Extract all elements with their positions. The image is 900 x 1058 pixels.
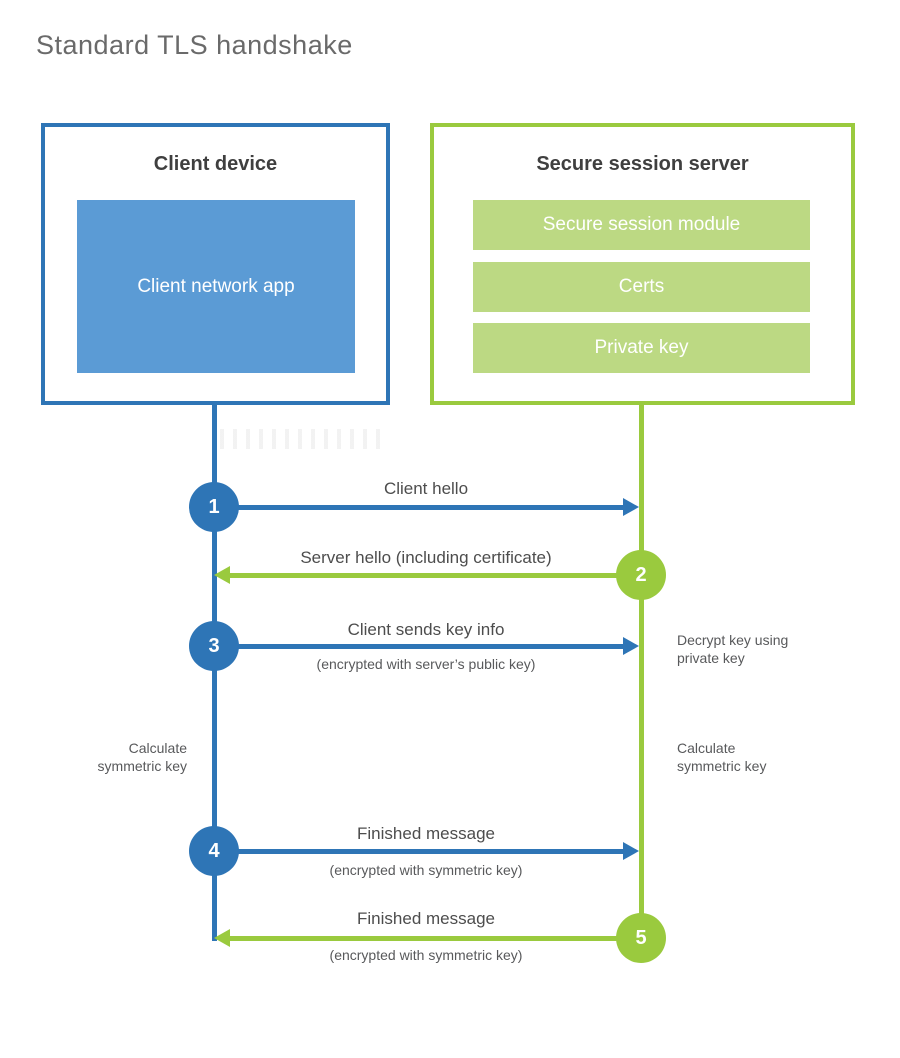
client-network-app-label: Client network app	[137, 275, 295, 297]
client-device-heading: Client device	[153, 153, 278, 175]
message-1-arrow-line	[214, 505, 624, 510]
note-calc-right-line2: symmetric key	[677, 757, 767, 774]
message-2-arrow-line	[230, 573, 641, 578]
server-module-certs: Certs	[473, 262, 810, 312]
message-5-step-badge: 5	[616, 913, 666, 963]
message-2-label: Server hello (including certificate)	[300, 548, 552, 567]
message-3-arrowhead-right	[623, 637, 639, 655]
client-network-app-box: Client network app	[77, 200, 355, 373]
message-3-step-badge: 3	[189, 621, 239, 671]
message-3-arrow-line	[214, 644, 624, 649]
server-module-secure-session: Secure session module	[473, 200, 810, 250]
message-1-arrowhead-right	[623, 498, 639, 516]
message-5-arrow-line	[230, 936, 641, 941]
message-4-step-badge: 4	[189, 826, 239, 876]
server-lifeline	[639, 405, 644, 945]
message-2-arrowhead-left	[214, 566, 230, 584]
message-3-label: Client sends key info	[347, 620, 505, 639]
server-module-private-key: Private key	[473, 323, 810, 373]
client-lifeline	[212, 405, 217, 941]
page-title: Standard TLS handshake	[36, 30, 353, 60]
message-4-sublabel: (encrypted with symmetric key)	[329, 862, 523, 878]
message-5-sublabel: (encrypted with symmetric key)	[329, 947, 523, 963]
message-5-label: Finished message	[357, 909, 495, 928]
message-4-label: Finished message	[357, 824, 495, 843]
note-decrypt-key-line2: private key	[677, 649, 745, 666]
note-calc-symmetric-key-left: Calculate symmetric key	[60, 740, 187, 775]
message-1-label: Client hello	[383, 479, 469, 498]
message-4-arrow-line	[214, 849, 624, 854]
note-calc-left-line1: Calculate	[128, 740, 187, 756]
message-5-arrowhead-left	[214, 929, 230, 947]
message-3-sublabel: (encrypted with server’s public key)	[316, 656, 536, 672]
message-2-step-badge: 2	[616, 550, 666, 600]
note-decrypt-key: Decrypt key using private key	[677, 632, 788, 667]
note-calc-left-line2: symmetric key	[97, 757, 187, 774]
note-calc-right-line1: Calculate	[677, 740, 736, 756]
note-decrypt-key-line1: Decrypt key using	[677, 632, 789, 648]
message-4-arrowhead-right	[623, 842, 639, 860]
note-calc-symmetric-key-right: Calculate symmetric key	[677, 740, 766, 775]
secure-session-server-heading: Secure session server	[536, 153, 749, 175]
faint-watermark-marks	[220, 429, 385, 449]
message-1-step-badge: 1	[189, 482, 239, 532]
